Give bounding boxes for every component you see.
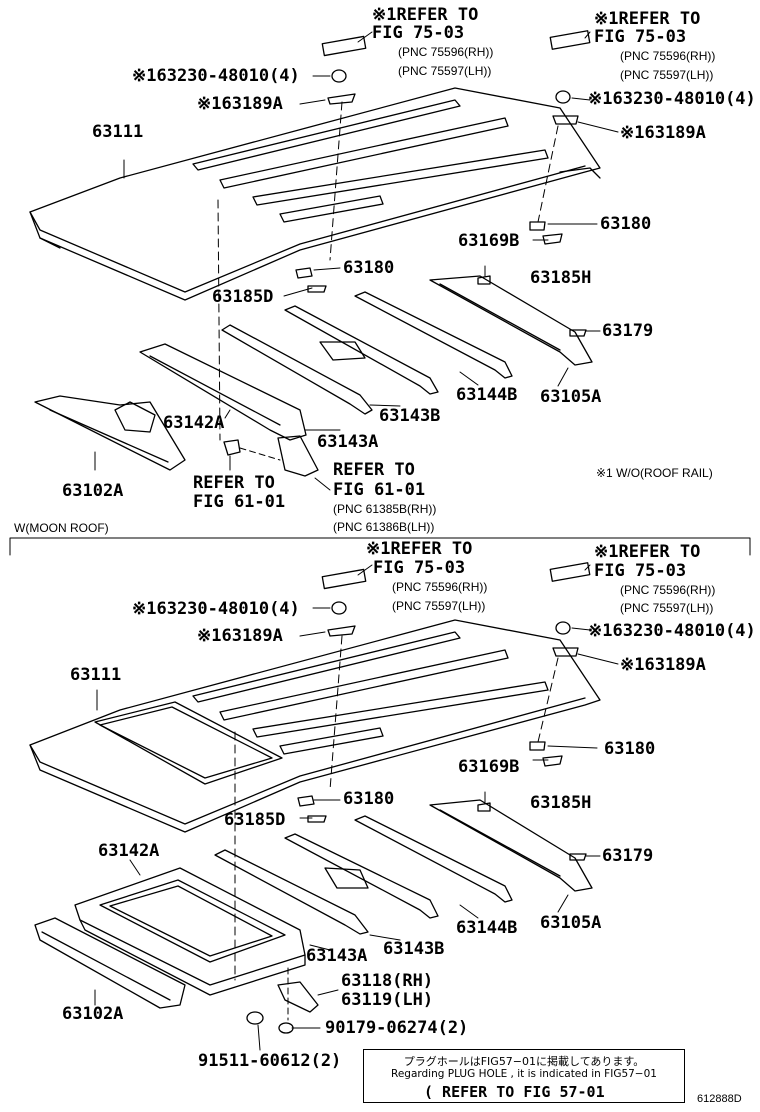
part-63189a-top-right[interactable]: ※163189A (620, 123, 706, 143)
part-63102a-top[interactable]: 63102A (62, 481, 124, 501)
part-63189a-top-left[interactable]: ※163189A (197, 94, 283, 114)
fasteners-top (223, 30, 591, 477)
pnc-75596-right: (PNC 75596(RH)) (620, 49, 716, 63)
pnc-75597-right-b: (PNC 75597(LH)) (620, 601, 714, 615)
roof-bows-bottom (214, 799, 593, 935)
moon-roof-opening (94, 701, 283, 785)
pnc-75596-left: (PNC 75596(RH)) (398, 45, 494, 59)
refer-75-03-left-line1: ※1REFER TO (372, 5, 479, 25)
refer-75-03-right-line1: ※1REFER TO (594, 9, 701, 29)
part-90179-06274[interactable]: 90179-06274(2) (325, 1018, 469, 1038)
part-63105a-bottom[interactable]: 63105A (540, 913, 602, 933)
leader-lines-top (94, 31, 619, 491)
part-63105a-top[interactable]: 63105A (540, 387, 602, 407)
part-63144b-top[interactable]: 63144B (456, 385, 518, 405)
refer-75-03-right-line2-b: FIG 75-03 (594, 561, 687, 581)
leader-lines-bottom (94, 564, 619, 1051)
note-refer: ( REFER TO FIG 57-01 (424, 1083, 605, 1101)
part-63143b-top[interactable]: 63143B (379, 406, 441, 426)
part-63189a-bottom-right[interactable]: ※163189A (620, 655, 706, 675)
refer-75-03-left-line1-b: ※1REFER TO (366, 539, 473, 559)
refer-75-03-right-line2: FIG 75-03 (594, 27, 687, 47)
refer-75-03-left-line2: FIG 75-03 (372, 23, 465, 43)
part-63111-bottom[interactable]: 63111 (70, 665, 122, 685)
part-63169b-bottom[interactable]: 63169B (458, 757, 520, 777)
part-63230-48010-top-right[interactable]: ※163230-48010(4) (588, 89, 756, 109)
pnc-75596-left-b: (PNC 75596(RH)) (392, 580, 488, 594)
part-63142a-bottom[interactable]: 63142A (98, 841, 160, 861)
note-english: Regarding PLUG HOLE , it is indicated in… (391, 1068, 657, 1080)
part-63179-bottom[interactable]: 63179 (602, 846, 654, 866)
part-63185d-bottom[interactable]: 63185D (224, 810, 286, 830)
part-63185h-bottom[interactable]: 63185H (530, 793, 592, 813)
fasteners-bottom (246, 562, 591, 1034)
part-63180-bottom-right[interactable]: 63180 (604, 739, 656, 759)
part-63118-rh[interactable]: 63118(RH) (341, 971, 434, 991)
pnc-75597-left: (PNC 75597(LH)) (398, 64, 492, 78)
note-japanese: プラグホールはFIG57−01に掲載してあります。 (403, 1055, 645, 1068)
refer-61-01-right-line1: REFER TO (333, 460, 415, 480)
roof-panel-top (29, 87, 601, 301)
diagram-id: 612888D (697, 1093, 742, 1105)
reinforcement-front-top (34, 343, 307, 471)
part-63230-48010-bottom-left[interactable]: ※163230-48010(4) (132, 599, 300, 619)
part-63185h-top[interactable]: 63185H (530, 268, 592, 288)
section-label-moon-roof: W(MOON ROOF) (14, 521, 109, 535)
pnc-61385b: (PNC 61385B(RH)) (333, 502, 437, 516)
part-63180-bottom-mid[interactable]: 63180 (343, 789, 395, 809)
part-63102a-bottom[interactable]: 63102A (62, 1004, 124, 1024)
roof-panel-bottom (29, 619, 601, 833)
part-63143a-top[interactable]: 63143A (317, 432, 379, 452)
pnc-75596-right-b: (PNC 75596(RH)) (620, 583, 716, 597)
part-63111-top[interactable]: 63111 (92, 122, 144, 142)
footnote-without-roof-rail: ※1 W/O(ROOF RAIL) (596, 466, 713, 480)
plug-hole-note: プラグホールはFIG57−01に掲載してあります。 Regarding PLUG… (363, 1049, 685, 1103)
part-63185d-top[interactable]: 63185D (212, 287, 274, 307)
part-63189a-bottom-left[interactable]: ※163189A (197, 626, 283, 646)
refer-75-03-right-line1-b: ※1REFER TO (594, 542, 701, 562)
part-63119-lh[interactable]: 63119(LH) (341, 990, 434, 1010)
part-63180-top-mid[interactable]: 63180 (343, 258, 395, 278)
refer-61-01-left-line2: FIG 61-01 (193, 492, 286, 512)
pnc-61386b: (PNC 61386B(LH)) (333, 520, 435, 534)
part-63169b-top[interactable]: 63169B (458, 231, 520, 251)
pnc-75597-right: (PNC 75597(LH)) (620, 68, 714, 82)
part-63144b-bottom[interactable]: 63144B (456, 918, 518, 938)
roof-bows-top (221, 275, 593, 415)
part-63230-48010-bottom-right[interactable]: ※163230-48010(4) (588, 621, 756, 641)
part-91511-60612[interactable]: 91511-60612(2) (198, 1051, 342, 1071)
part-63143a-bottom[interactable]: 63143A (306, 946, 368, 966)
sunroof-drain-bracket (277, 981, 319, 1013)
part-63142a-top[interactable]: 63142A (163, 413, 225, 433)
refer-75-03-left-line2-b: FIG 75-03 (373, 558, 466, 578)
part-63180-top-right[interactable]: 63180 (600, 214, 652, 234)
part-63143b-bottom[interactable]: 63143B (383, 939, 445, 959)
part-63179-top[interactable]: 63179 (602, 321, 654, 341)
refer-61-01-right-line2: FIG 61-01 (333, 480, 426, 500)
pnc-75597-left-b: (PNC 75597(LH)) (392, 599, 486, 613)
part-63230-48010-top-left[interactable]: ※163230-48010(4) (132, 66, 300, 86)
section-divider (9, 537, 751, 556)
refer-61-01-left-line1: REFER TO (193, 473, 275, 493)
sunroof-housing-bottom (34, 867, 306, 1009)
